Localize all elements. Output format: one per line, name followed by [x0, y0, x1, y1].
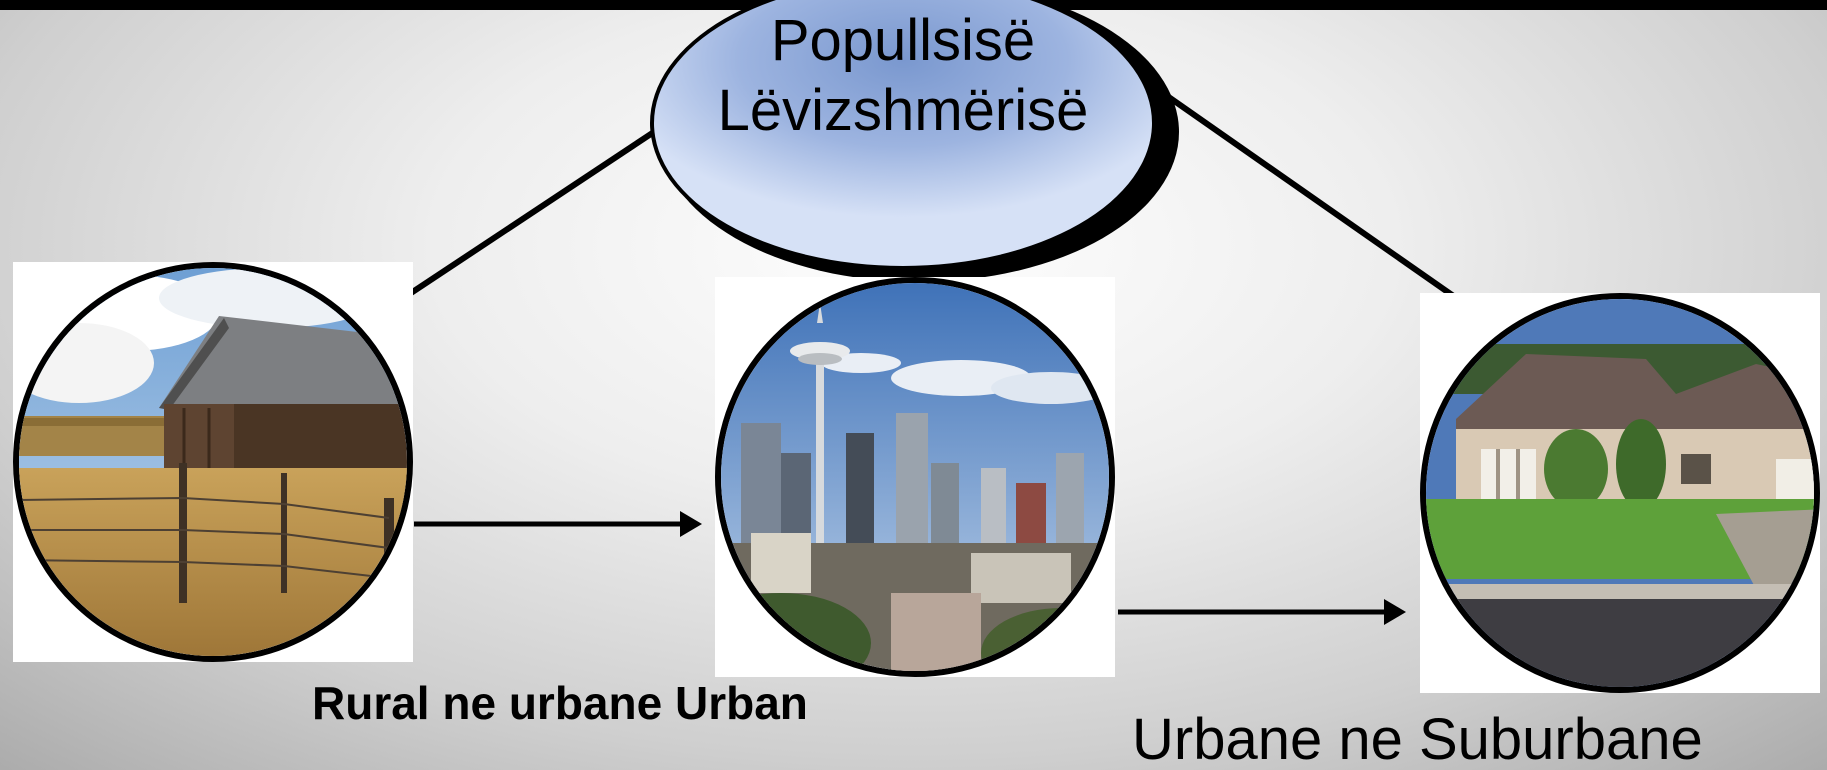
- arrowhead-urban-to-suburban: [1384, 599, 1406, 625]
- suburban-house-image: [1426, 299, 1814, 687]
- label-urban-to-suburban: Urbane ne Suburbane: [1132, 707, 1703, 770]
- label-rural-to-urban: Rural ne urbane Urban: [312, 677, 808, 729]
- bubble-label: Popullsisë Lëvizshmërisë: [650, 6, 1156, 146]
- suburban-photo: [1420, 293, 1820, 693]
- bubble-label-line2: Lëvizshmërisë: [717, 78, 1089, 143]
- population-mobility-bubble: [650, 0, 1156, 270]
- arrowhead-rural-to-urban: [680, 511, 702, 537]
- urban-photo: [715, 277, 1115, 677]
- city-skyline-image: [721, 283, 1109, 671]
- bubble-label-line1: Popullsisë: [770, 8, 1036, 73]
- rural-photo: [13, 262, 413, 662]
- line-to-suburban: [1148, 81, 1507, 335]
- barn-field-image: [19, 268, 407, 656]
